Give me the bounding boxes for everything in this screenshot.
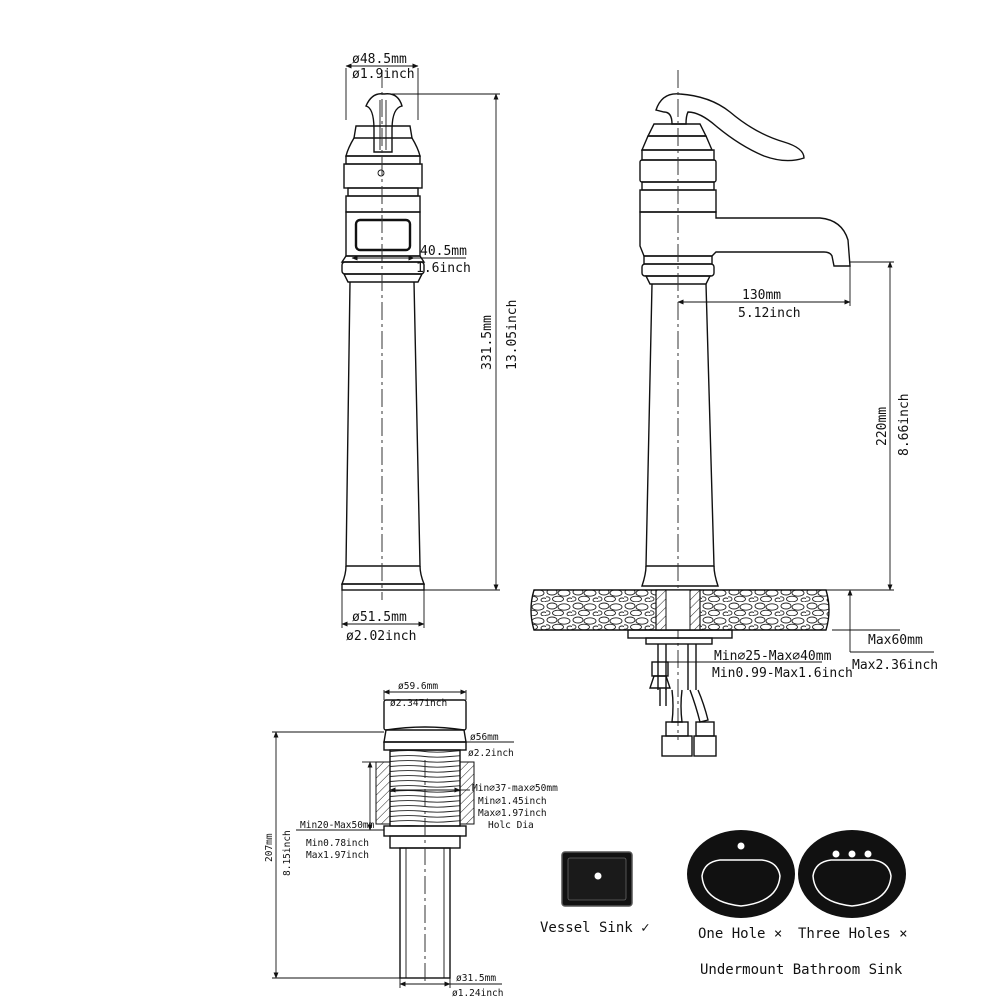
hole-dia-mm: Min⌀37-max⌀50mm	[472, 783, 558, 794]
side-faucet-outline	[639, 93, 851, 587]
hole-dia-dimension: Min⌀37-max⌀50mm Min⌀1.45inch Max⌀1.97inc…	[389, 783, 558, 831]
three-holes-sink-icon	[798, 830, 906, 918]
hole-range-mm: Min⌀25-Max⌀40mm	[714, 649, 832, 664]
top-diameter-in: ø1.9inch	[352, 67, 415, 82]
deck-thickness-dimension: Max60mm Max2.36inch	[832, 589, 938, 673]
height-mm: 331.5mm	[480, 315, 495, 370]
drain-length-in: 8.15inch	[282, 830, 293, 876]
drain-length-dimension: 207mm 8.15inch	[264, 731, 400, 979]
hole-range-dimension: Min⌀25-Max⌀40mm Min0.99-Max1.6inch	[666, 649, 853, 681]
flange-dimension: ø56mm ø2.2inch	[466, 732, 514, 759]
drain-thickness-dimension: Min20-Max50mm Min0.78inch Max1.97inch	[296, 761, 384, 861]
deck-max-in: Max2.36inch	[852, 658, 938, 673]
hole-dia-label: Holc Dia	[488, 820, 534, 831]
spout-reach-dimension: 130mm 5.12inch	[677, 266, 851, 321]
cap-diameter-mm: ø59.6mm	[398, 681, 438, 692]
mid-diameter-dimension: 40.5mm 1.6inch	[351, 244, 471, 276]
drain-thickness-max-in: Max1.97inch	[306, 850, 369, 861]
top-diameter-mm: ø48.5mm	[352, 52, 407, 67]
flange-in: ø2.2inch	[468, 748, 514, 759]
one-hole-sink-icon	[687, 830, 795, 918]
mid-diameter-mm: 40.5mm	[420, 244, 467, 259]
countertop-section	[530, 589, 830, 631]
side-view: 130mm 5.12inch 220mm 8.66inch Max60mm Ma…	[530, 70, 938, 757]
drain-view: ø59.6mm ø2.347inch ø56mm ø2.2inch Min⌀37…	[264, 681, 558, 999]
front-view: ø48.5mm ø1.9inch 40.5mm 1.6inch 331.5mm …	[340, 52, 520, 644]
vessel-sink-icon	[561, 851, 633, 907]
three-holes-label: Three Holes ×	[798, 926, 908, 942]
drain-length-mm: 207mm	[264, 833, 275, 862]
flange-mm: ø56mm	[470, 732, 499, 743]
one-hole-label: One Hole ×	[698, 926, 782, 942]
drain-thickness-mm: Min20-Max50mm	[300, 820, 375, 831]
sink-compatibility: Vessel Sink ✓ One Hole × Three Holes × U…	[540, 830, 908, 978]
cap-diameter-in: ø2.347inch	[390, 698, 447, 709]
spout-reach-mm: 130mm	[742, 288, 781, 303]
spout-height-mm: 220mm	[875, 407, 890, 446]
cap-diameter-dimension: ø59.6mm ø2.347inch	[383, 681, 467, 709]
hole-range-in: Min0.99-Max1.6inch	[712, 666, 853, 681]
spout-height-dimension: 220mm 8.66inch	[826, 261, 912, 591]
tail-diameter-in: ø1.24inch	[452, 988, 503, 999]
deck-max-mm: Max60mm	[868, 633, 923, 648]
tail-diameter-mm: ø31.5mm	[456, 973, 496, 984]
hole-dia-max-in: Max⌀1.97inch	[478, 808, 547, 819]
undermount-sink-label: Undermount Bathroom Sink	[700, 962, 903, 978]
base-diameter-in: ø2.02inch	[346, 629, 416, 644]
spout-height-in: 8.66inch	[897, 393, 912, 456]
height-dimension: 331.5mm 13.05inch	[392, 93, 520, 591]
spout-reach-in: 5.12inch	[738, 306, 801, 321]
mid-diameter-in: 1.6inch	[416, 261, 471, 276]
tail-diameter-dimension: ø31.5mm ø1.24inch	[399, 973, 503, 999]
front-faucet-outline	[340, 93, 426, 591]
mounting-hardware	[627, 629, 733, 757]
vessel-sink-label: Vessel Sink ✓	[540, 920, 650, 936]
drain-thickness-min-in: Min0.78inch	[306, 838, 369, 849]
hole-dia-min-in: Min⌀1.45inch	[478, 796, 547, 807]
base-diameter-dimension: ø51.5mm ø2.02inch	[341, 590, 425, 644]
height-in: 13.05inch	[505, 300, 520, 370]
top-diameter-dimension: ø48.5mm ø1.9inch	[345, 52, 419, 120]
base-diameter-mm: ø51.5mm	[352, 610, 407, 625]
